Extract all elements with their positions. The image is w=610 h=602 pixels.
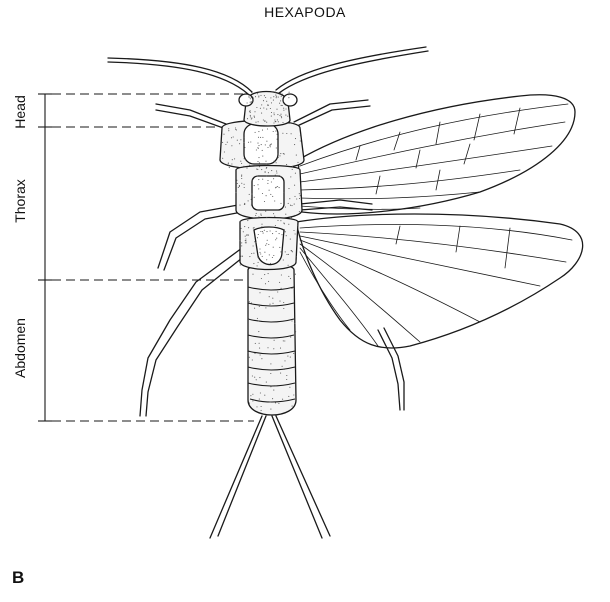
thorax — [220, 121, 304, 270]
antennae — [108, 47, 428, 94]
panel-letter: B — [12, 568, 24, 588]
hind-wing — [296, 214, 583, 348]
abdomen — [248, 264, 296, 415]
compound-eye-left — [239, 94, 253, 106]
compound-eye-right — [283, 94, 297, 106]
fore-wing — [298, 95, 575, 214]
head — [239, 92, 297, 127]
cerci — [210, 416, 330, 538]
